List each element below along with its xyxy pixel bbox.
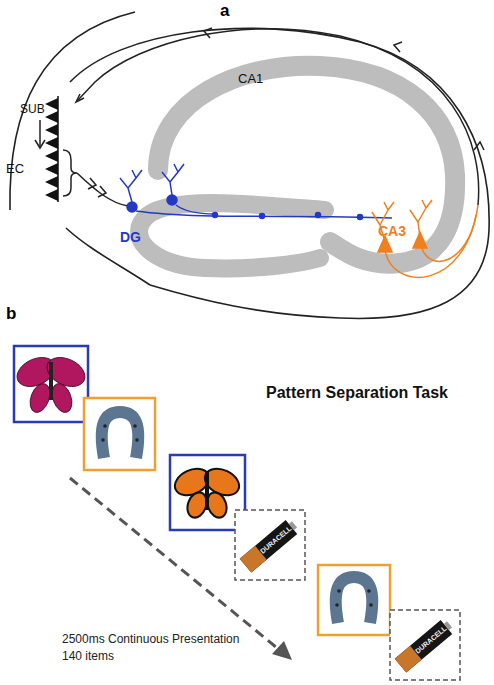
region-label: SUB	[20, 103, 45, 116]
ec-layer	[45, 96, 58, 202]
timing-note: 2500ms Continuous Presentation	[62, 633, 239, 646]
ca-band	[158, 66, 455, 264]
stimulus-card	[318, 565, 390, 635]
stimulus-card	[395, 618, 456, 673]
circuit-path	[39, 120, 41, 146]
region-label: DG	[120, 230, 141, 245]
pyramidal-cell	[410, 200, 432, 238]
ec-layer	[45, 111, 58, 123]
stimulus-card	[337, 589, 341, 593]
granule-cell	[162, 164, 184, 195]
granule-cell	[136, 211, 392, 218]
granule-cell	[358, 215, 363, 220]
stimulus-card	[390, 610, 460, 680]
granule-cell	[127, 202, 137, 212]
circuit-path	[76, 94, 84, 102]
panel-letter: a	[220, 2, 229, 21]
stimulus-card	[240, 520, 298, 572]
stimulus-card	[170, 455, 245, 530]
ec-bracket	[88, 178, 96, 189]
ec-bracket	[98, 186, 106, 197]
circuit-path	[78, 29, 479, 205]
granule-cell	[260, 214, 265, 219]
dashed-arrow	[272, 641, 292, 660]
ec-bracket	[63, 150, 77, 196]
ec-layer	[45, 189, 58, 201]
stimulus-card	[369, 603, 373, 607]
ca-band	[158, 66, 455, 264]
stimulus-card	[171, 464, 244, 521]
region-label: EC	[6, 162, 24, 176]
stimulus-card	[235, 510, 305, 580]
pyramidal-cell	[413, 232, 427, 248]
stimulus-card	[318, 565, 390, 635]
granule-cell	[167, 195, 177, 205]
hippocampus-outline	[10, 12, 489, 318]
circuit-path	[474, 142, 484, 150]
stimulus-card	[390, 610, 460, 680]
panel-letter: b	[6, 305, 16, 324]
dg-band	[139, 203, 325, 268]
stimulus-card	[240, 518, 301, 573]
ec-layer	[45, 150, 58, 162]
stimulus-card	[235, 510, 305, 580]
circuit-path	[35, 140, 45, 148]
stimulus-card	[12, 352, 89, 415]
ec-bracket	[63, 150, 128, 206]
granule-cell	[120, 170, 142, 202]
ec-layer	[45, 137, 58, 149]
stimulus-card	[49, 362, 53, 400]
stimulus-card	[101, 438, 105, 442]
stimulus-card	[367, 589, 371, 593]
stimulus-card	[12, 346, 89, 422]
ec-layer	[45, 124, 58, 136]
granule-cell	[120, 164, 392, 220]
hippocampus-outline	[66, 228, 150, 285]
task-title: Pattern Separation Task	[266, 384, 448, 402]
stimulus-card	[84, 398, 155, 470]
pyramidal-cell	[372, 200, 478, 277]
ec-layer	[45, 98, 58, 110]
circuit-path	[394, 42, 402, 52]
stimulus-card	[133, 424, 137, 428]
stimulus-card	[336, 577, 373, 623]
dg-band	[139, 203, 325, 268]
granule-cell	[213, 213, 218, 218]
circuit-path	[35, 28, 484, 205]
region-label: CA1	[238, 72, 263, 86]
granule-cell	[176, 205, 215, 214]
circuit-path	[204, 28, 212, 38]
stimulus-card	[102, 412, 139, 458]
stimulus-card	[170, 455, 245, 530]
ec-layer	[45, 163, 58, 175]
hippocampus-outline	[10, 12, 135, 210]
pyramidal-cell	[421, 215, 476, 261]
timing-note: 140 items	[62, 650, 114, 663]
stimulus-card	[335, 603, 339, 607]
ec-layer	[45, 176, 58, 188]
region-label: CA3	[378, 224, 406, 239]
stimulus-card	[205, 472, 209, 510]
granule-cell	[316, 213, 321, 218]
stimulus-card	[395, 620, 453, 672]
pyramidal-cell	[385, 205, 478, 277]
stimulus-card	[84, 398, 155, 470]
stimulus-card	[135, 438, 139, 442]
stimulus-card	[103, 424, 107, 428]
